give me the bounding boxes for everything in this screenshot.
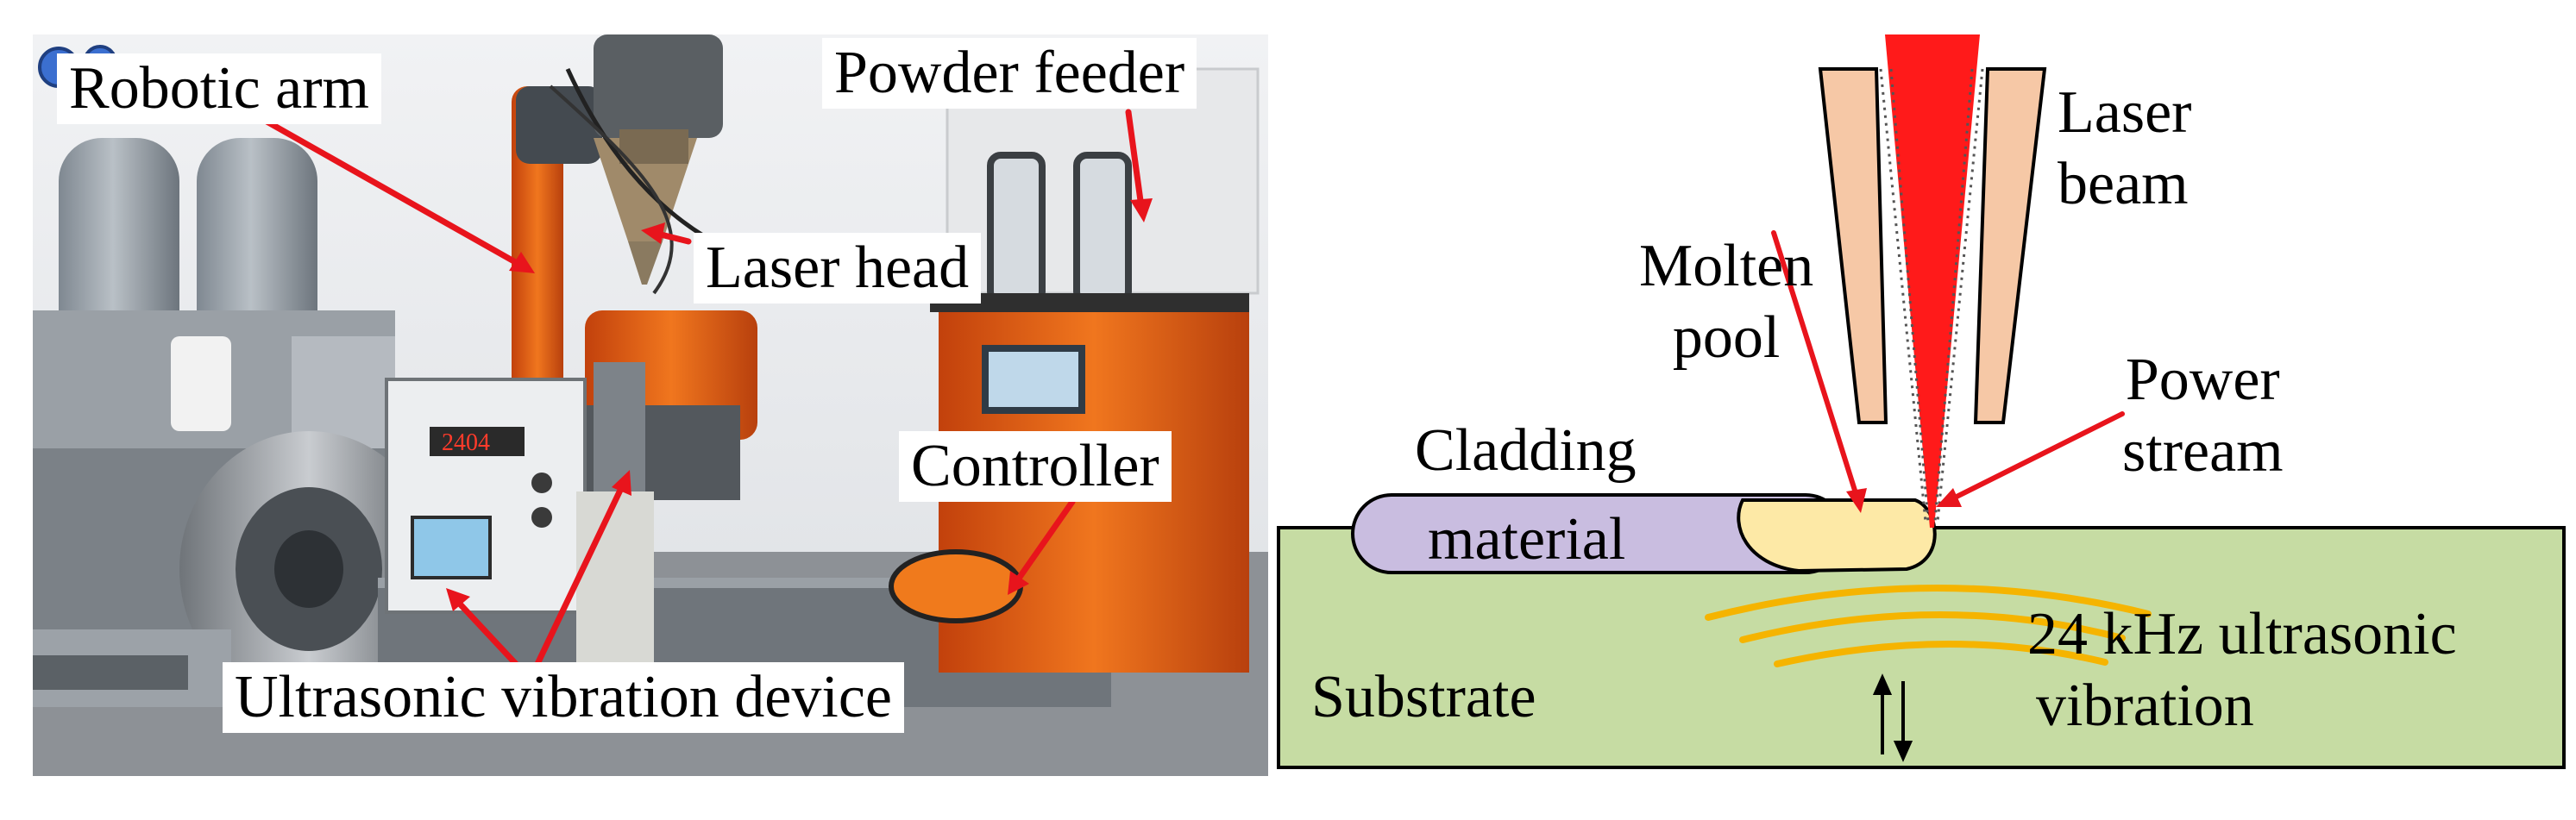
arrow-molten-pool: [1771, 230, 1859, 498]
arrow-ultrasonic-2: [534, 479, 627, 667]
wave-1: [1705, 584, 2152, 621]
laser-beam-line-1: Laser: [2058, 79, 2192, 146]
label-ultrasonic-vibration: 24 kHz ultrasonic vibration: [2027, 599, 2457, 742]
laser-beam-line-2: beam: [2058, 150, 2189, 217]
nozzle-left: [1818, 67, 1888, 424]
controller-pendant: [889, 549, 1023, 623]
wave-3: [1774, 641, 2108, 667]
schematic-panel: Laser beam Molten pool Power stream Clad…: [1277, 0, 2576, 816]
robotic-arm: [512, 86, 563, 457]
setup-photo: 2404: [33, 34, 1268, 776]
arrow-controller: [1013, 498, 1076, 585]
label-molten-pool: Molten pool: [1639, 231, 1813, 373]
label-cladding: Cladding: [1415, 417, 1637, 484]
laser-beam: [1885, 34, 1980, 528]
ultrasonic-line-1: 24 kHz ultrasonic: [2027, 601, 2457, 667]
nozzle-right: [1973, 67, 2047, 424]
label-controller: Controller: [899, 431, 1172, 502]
schematic-diagram: [1277, 34, 2566, 769]
arrow-robotic-arm: [219, 93, 528, 271]
label-laser-head: Laser head: [694, 233, 982, 304]
label-laser-beam: Laser beam: [2058, 78, 2191, 220]
ultrasonic-line-2: vibration: [2036, 672, 2254, 739]
arrow-ultrasonic-1: [452, 596, 519, 667]
molten-pool: [1737, 498, 1937, 573]
power-stream-line-1: Power: [2125, 347, 2280, 413]
device-display-reading: 2404: [442, 429, 490, 456]
label-robotic-arm: Robotic arm: [57, 53, 381, 124]
label-powder-feeder: Powder feeder: [822, 38, 1197, 109]
label-cladding-material: material: [1428, 506, 1626, 573]
power-stream-line-2: stream: [2122, 417, 2284, 485]
arrow-powder-feeder: [1125, 109, 1145, 210]
molten-pool-line-2: pool: [1672, 304, 1781, 371]
molten-pool-line-1: Molten: [1639, 233, 1814, 299]
label-power-stream: Power stream: [2122, 345, 2284, 487]
setup-photo-panel: 2404 Robotic arm Powder feeder Laser hea: [33, 34, 1268, 776]
label-ultrasonic-device: Ultrasonic vibration device: [223, 662, 904, 733]
label-substrate: Substrate: [1311, 664, 1536, 730]
arrow-power-stream: [1947, 411, 2125, 503]
wave-2: [1739, 611, 2126, 643]
